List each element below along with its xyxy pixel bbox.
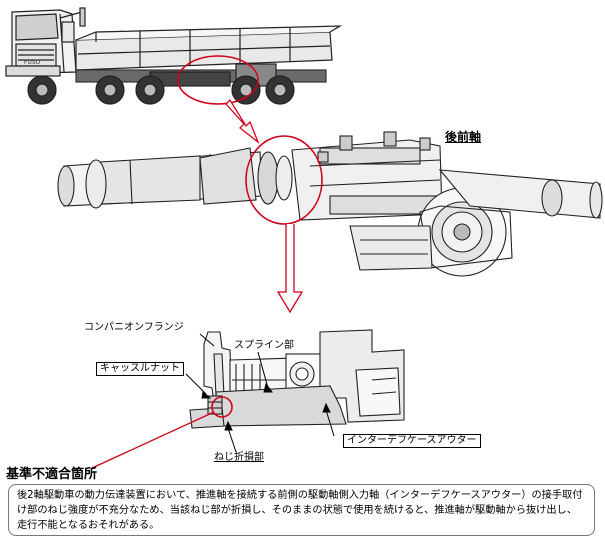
rear-front-axle-label: 後前軸 — [445, 130, 482, 144]
leader-lines — [185, 333, 335, 453]
castle-nut-label: キャッスルナット — [96, 362, 184, 376]
spline-part-label: スプライン部 — [234, 340, 294, 351]
drivetrain-illustration — [57, 131, 603, 277]
companion-flange-label: コンパニオンフランジ — [84, 322, 184, 333]
interdiff-case-outer-label: インターデフケースアウター — [343, 434, 481, 448]
truck-illustration — [5, 7, 343, 105]
thread-damage-label: ねじ折損部 — [214, 452, 264, 463]
section-title: 基準不適合箇所 — [6, 467, 98, 482]
arrow-axle-to-section — [276, 224, 304, 314]
truck-grille-text: FUSO — [24, 59, 41, 66]
arrow-truck-to-axle — [225, 98, 260, 144]
section-view — [189, 329, 405, 429]
title-pointer-line — [91, 411, 215, 469]
joint-highlight-circle — [245, 135, 323, 225]
description-text: 後2軸駆動車の動力伝達装置において、推進軸を接続する前側の駆動軸側入力軸（インタ… — [17, 490, 583, 531]
thread-damage-circle — [211, 396, 233, 418]
description-box: 後2軸駆動車の動力伝達装置において、推進軸を接続する前側の駆動軸側入力軸（インタ… — [8, 484, 595, 536]
truck-highlight-ellipse — [177, 55, 259, 105]
